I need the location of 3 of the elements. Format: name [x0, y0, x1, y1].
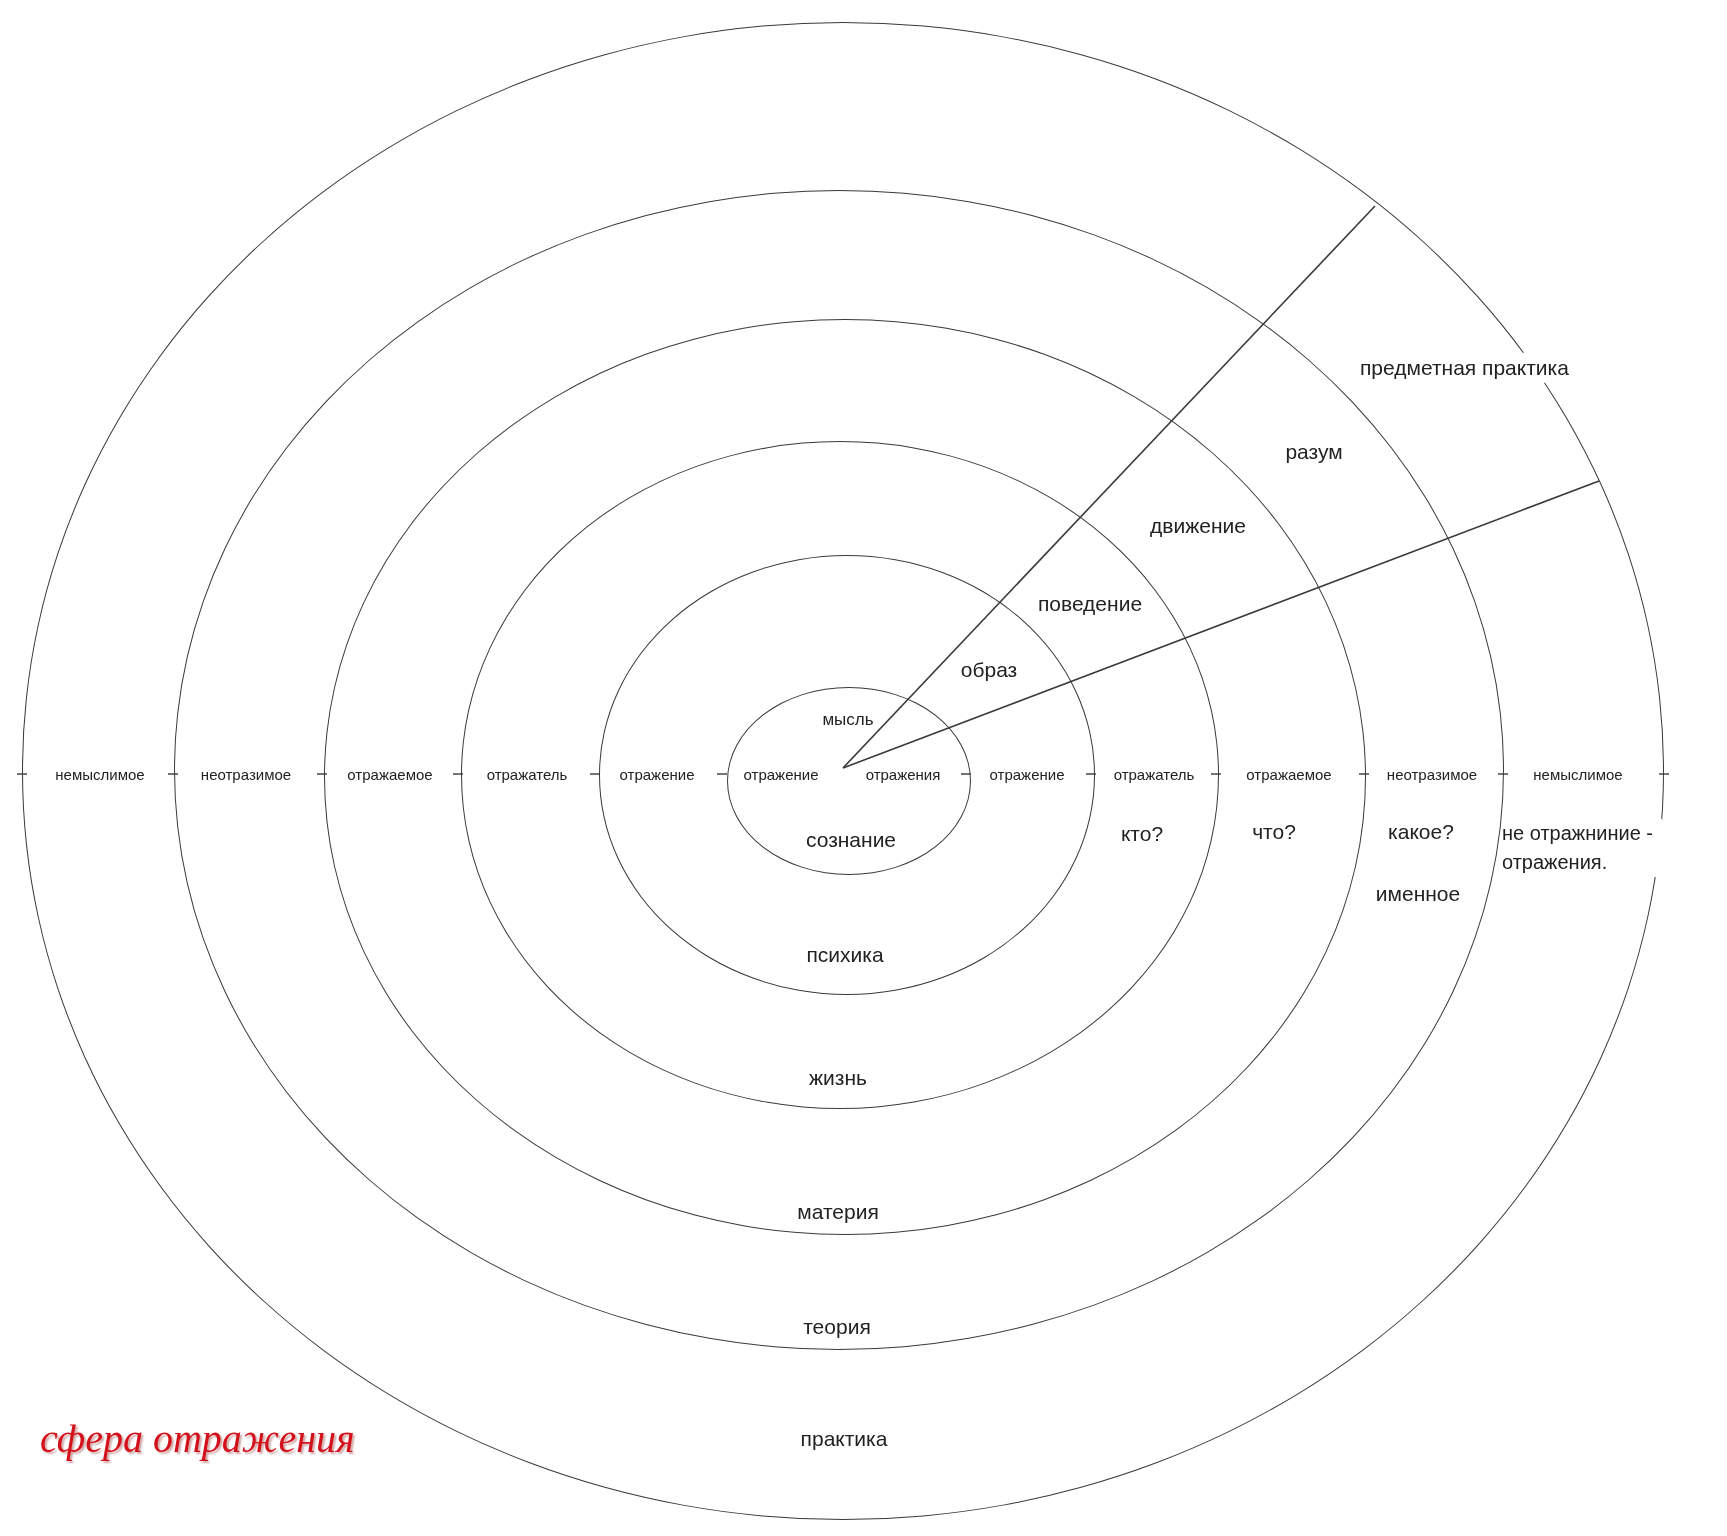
diagram-title: сфера отражения — [40, 1415, 355, 1462]
sector-label: предметная практика — [1360, 352, 1570, 384]
question-label: не отражниние - отражения. — [1502, 819, 1662, 877]
